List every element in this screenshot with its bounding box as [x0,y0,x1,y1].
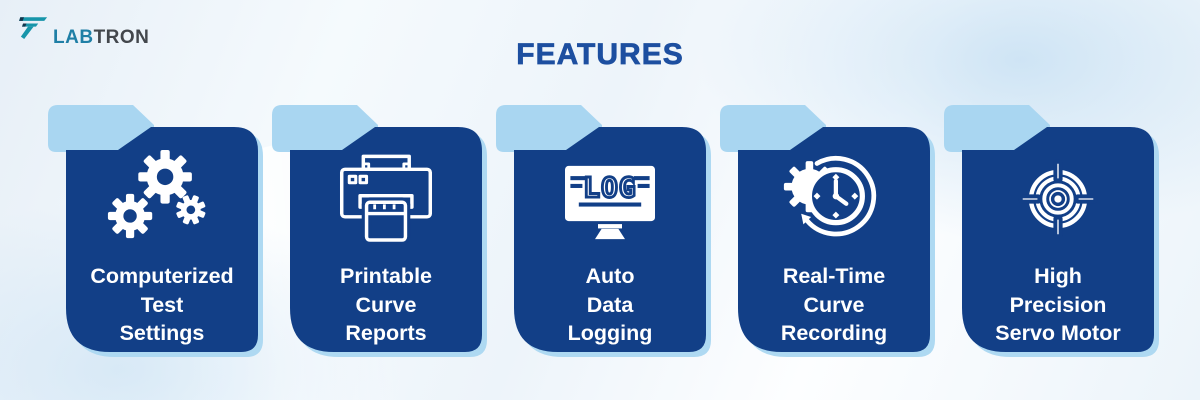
feature-label: Real-Time Curve Recording [738,262,930,348]
feature-label-line: Servo Motor [995,321,1121,346]
feature-label-line: Data [586,292,634,317]
feature-card-computerized-test-settings: Computerized Test Settings [48,105,263,357]
feature-label-line: Auto [585,264,635,288]
page-title: FEATURES [516,38,684,72]
feature-cards-row: Computerized Test Settings [48,105,1159,357]
printer-icon [339,154,433,245]
gears-icon [107,149,206,238]
feature-card-printable-curve-reports: Printable Curve Reports [272,105,487,357]
feature-card-auto-data-logging: LOG Auto Data Logging [496,105,711,357]
feature-label-line: Computerized [90,264,234,288]
feature-label-line: Test [140,292,184,317]
feature-label-line: Real-Time [782,264,886,288]
realtime-clock-gear-icon [783,155,877,237]
labtron-logo-text: LABTRON [53,28,149,47]
feature-label: High Precision Servo Motor [962,262,1154,348]
labtron-logo-icon [16,13,48,47]
feature-label-line: Reports [345,321,427,346]
logo-tron-text: TRON [93,27,150,48]
feature-label-line: Recording [780,321,888,346]
feature-card-real-time-curve-recording: Real-Time Curve Recording [720,105,935,357]
folder-shape [48,105,263,357]
feature-label-line: Curve [803,292,865,317]
feature-label-line: Logging [567,321,653,346]
feature-label: Computerized Test Settings [66,262,258,348]
feature-label-line: High [1034,264,1082,288]
monitor-log-text: LOG [583,171,636,204]
labtron-logo: LABTRON [16,13,149,47]
folder-shape [944,105,1159,357]
target-icon [1018,159,1098,239]
feature-label-line: Curve [355,292,417,317]
log-monitor-icon: LOG [565,165,655,239]
feature-label: Printable Curve Reports [290,262,482,348]
feature-label-line: Printable [340,264,432,288]
feature-card-high-precision-servo-motor: High Precision Servo Motor [944,105,1159,357]
feature-label: Auto Data Logging [514,262,706,348]
feature-label-line: Settings [119,321,205,346]
logo-lab-text: LAB [53,27,94,48]
feature-label-line: Precision [1009,292,1107,317]
